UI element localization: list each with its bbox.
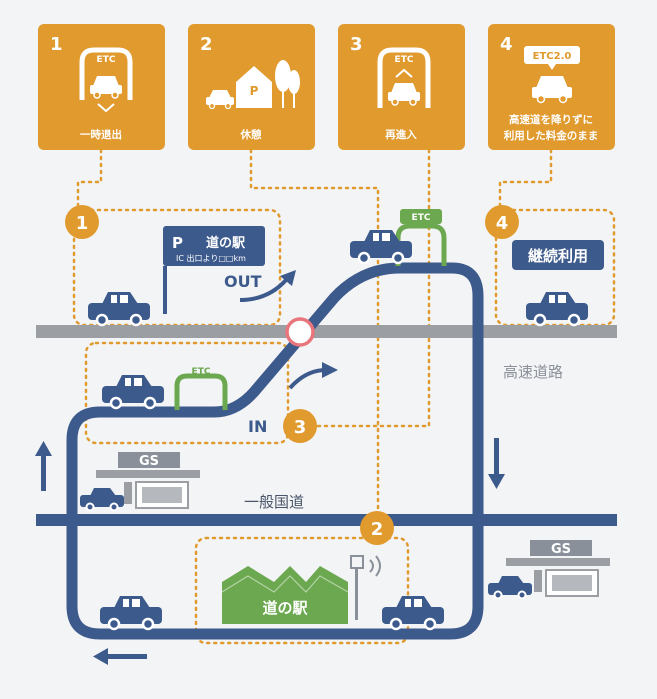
svg-text:4: 4 bbox=[496, 213, 509, 234]
michinoeki-building: 道の駅 bbox=[221, 566, 349, 624]
expressway-label: 高速道路 bbox=[503, 363, 563, 381]
general-road bbox=[36, 514, 617, 526]
svg-text:2: 2 bbox=[371, 519, 384, 540]
car-icon bbox=[532, 76, 572, 104]
car-icon bbox=[382, 596, 444, 631]
marker-4: 4 bbox=[485, 205, 519, 239]
svg-text:道の駅: 道の駅 bbox=[206, 235, 246, 251]
direction-arrows bbox=[35, 438, 505, 665]
etc2-badge bbox=[524, 46, 580, 64]
svg-text:P: P bbox=[250, 84, 259, 98]
cars bbox=[88, 230, 588, 631]
svg-text:GS: GS bbox=[139, 454, 159, 469]
svg-text:道の駅: 道の駅 bbox=[262, 599, 308, 617]
in-arrow: IN bbox=[248, 362, 338, 436]
card-number: 1 bbox=[50, 34, 63, 55]
arrow-left-icon bbox=[93, 648, 147, 665]
svg-text:GS: GS bbox=[551, 542, 571, 557]
general-road-label: 一般国道 bbox=[244, 493, 304, 511]
out-arrow: OUT bbox=[224, 270, 296, 302]
etc-gate-lower: ETC bbox=[174, 367, 228, 410]
card-label: 一時退出 bbox=[80, 128, 122, 141]
car-icon bbox=[90, 76, 122, 99]
etc-text: ETC bbox=[97, 55, 116, 65]
card-number: 2 bbox=[200, 34, 213, 55]
svg-text:1: 1 bbox=[76, 213, 89, 234]
card-label: 再進入 bbox=[385, 128, 417, 141]
marker-3: 3 bbox=[283, 409, 317, 443]
card-label-line2: 利用した料金のまま bbox=[504, 129, 599, 142]
svg-text:ETC2.0: ETC2.0 bbox=[533, 51, 572, 62]
chevron-up-icon bbox=[395, 68, 413, 78]
rest-area-icon: P bbox=[206, 60, 300, 110]
card-label: 休憩 bbox=[240, 128, 262, 141]
svg-text:ETC: ETC bbox=[192, 367, 211, 377]
arrow-up-icon bbox=[35, 441, 52, 491]
car-icon bbox=[526, 292, 588, 327]
card-4: 4 ETC2.0 高速道を降りずに 利用した料金のまま bbox=[488, 24, 615, 150]
svg-text:継続利用: 継続利用 bbox=[528, 247, 588, 265]
junction-marker bbox=[285, 317, 315, 347]
card-number: 4 bbox=[500, 34, 513, 55]
svg-text:ETC: ETC bbox=[412, 213, 431, 223]
car-icon bbox=[102, 375, 164, 410]
card-number: 3 bbox=[350, 34, 363, 55]
continue-use-label: 継続利用 bbox=[512, 240, 604, 270]
etc-text: ETC bbox=[395, 55, 414, 65]
car-icon bbox=[88, 292, 150, 327]
marker-2: 2 bbox=[360, 511, 394, 545]
svg-text:IC 出口より□□km: IC 出口より□□km bbox=[176, 253, 246, 263]
marker-1: 1 bbox=[65, 205, 99, 239]
etc-gate-upper: ETC bbox=[395, 209, 447, 266]
expressway-road bbox=[36, 325, 617, 338]
michinoeki-signboard: P 道の駅 IC 出口より□□km bbox=[163, 226, 265, 314]
svg-text:P: P bbox=[172, 234, 183, 252]
car-icon bbox=[100, 596, 162, 631]
route-loop bbox=[66, 262, 484, 640]
card-3: 3 ETC 再進入 bbox=[338, 24, 465, 150]
svg-text:OUT: OUT bbox=[224, 272, 262, 291]
car-icon bbox=[388, 83, 420, 106]
gas-station-icon: GS bbox=[80, 452, 200, 512]
gas-station-icon: GS bbox=[488, 540, 610, 600]
card-label-line1: 高速道を降りずに bbox=[509, 113, 593, 126]
card-1: 1 ETC 一時退出 bbox=[38, 24, 165, 150]
car-icon bbox=[350, 230, 412, 265]
card-2: 2 P 休憩 bbox=[188, 24, 315, 150]
antenna-icon bbox=[350, 555, 381, 620]
arrow-down-icon bbox=[488, 438, 505, 489]
svg-text:3: 3 bbox=[294, 417, 307, 438]
svg-text:IN: IN bbox=[248, 417, 267, 436]
chevron-down-icon bbox=[97, 103, 115, 113]
